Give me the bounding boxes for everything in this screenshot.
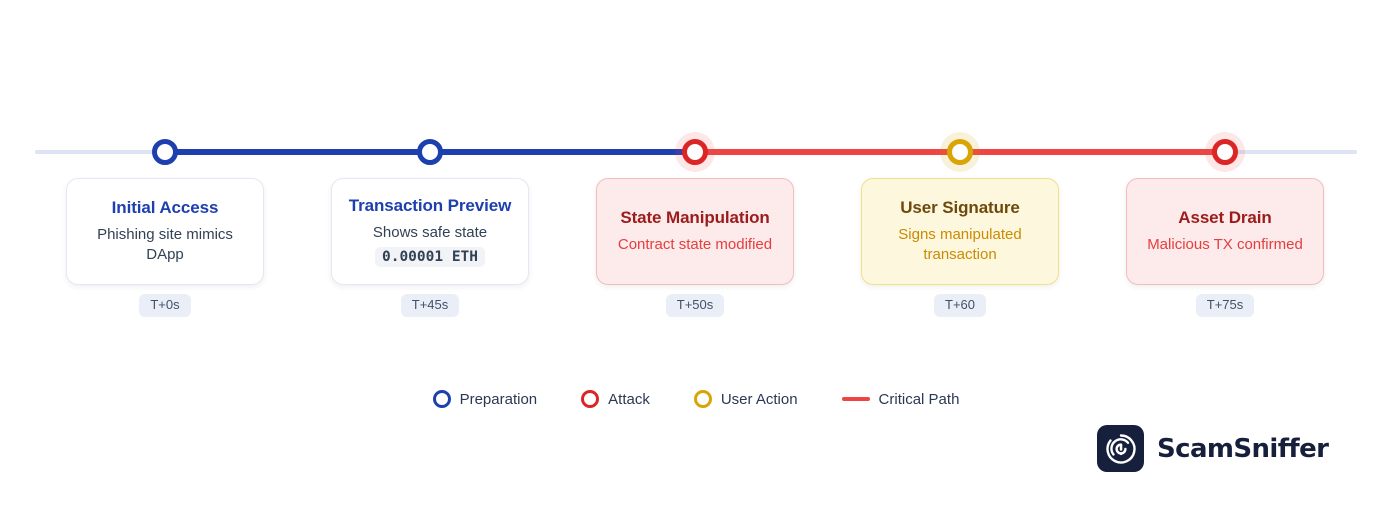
stage-card: Transaction Preview Shows safe state 0.0…	[331, 178, 529, 285]
preparation-circle-icon	[432, 390, 451, 408]
stage-initial-access: Initial Access Phishing site mimics DApp…	[66, 178, 264, 317]
stage-title: State Manipulation	[620, 207, 770, 227]
time-badge: T+50s	[665, 294, 725, 317]
stage-description: Malicious TX confirmed	[1147, 235, 1303, 253]
stage-card: Asset Drain Malicious TX confirmed	[1126, 178, 1324, 285]
time-badge: T+45s	[400, 294, 460, 317]
stage-description: Phishing site mimics DApp	[97, 225, 233, 263]
stage-state-manipulation: State Manipulation Contract state modifi…	[596, 178, 794, 317]
eth-amount-code: 0.00001 ETH	[374, 247, 486, 268]
stage-transaction-preview: Transaction Preview Shows safe state 0.0…	[331, 178, 529, 317]
stage-asset-drain: Asset Drain Malicious TX confirmed T+75s	[1126, 178, 1324, 317]
timeline-node-asset-drain	[1212, 139, 1238, 165]
critical-path-line-icon	[841, 397, 870, 401]
stage-user-signature: User Signature Signs manipulated transac…	[861, 178, 1059, 317]
legend-label: Preparation	[459, 390, 538, 408]
time-badge: T+60	[934, 294, 986, 317]
stage-card: User Signature Signs manipulated transac…	[861, 178, 1059, 285]
attack-circle-icon	[581, 390, 600, 408]
legend-label: Attack	[608, 390, 650, 408]
user-action-circle-icon	[693, 390, 712, 408]
time-badge: T+75s	[1195, 294, 1255, 317]
stage-title: Initial Access	[111, 197, 219, 217]
stage-description: Signs manipulated transaction	[898, 225, 1022, 263]
scamsniffer-logo-icon	[1097, 425, 1144, 472]
legend-label: User Action	[720, 390, 798, 408]
time-badge: T+0s	[139, 294, 191, 317]
timeline-node-user-signature	[947, 139, 973, 165]
brand-name: ScamSniffer	[1157, 433, 1329, 464]
radar-alert-icon	[1105, 433, 1136, 464]
legend-item-critical-path: Critical Path	[841, 390, 960, 408]
legend: Preparation Attack User Action Critical …	[0, 390, 1392, 408]
timeline-node-transaction-preview	[417, 139, 443, 165]
stage-title: Transaction Preview	[348, 195, 512, 215]
legend-item-attack: Attack	[581, 390, 650, 408]
stage-title: Asset Drain	[1178, 207, 1272, 227]
stage-description: Shows safe state	[372, 223, 488, 241]
stage-title: User Signature	[900, 197, 1020, 217]
legend-item-user-action: User Action	[693, 390, 798, 408]
timeline-node-state-manipulation	[682, 139, 708, 165]
timeline-node-initial-access	[152, 139, 178, 165]
stage-card: Initial Access Phishing site mimics DApp	[66, 178, 264, 285]
legend-label: Critical Path	[878, 390, 960, 408]
legend-item-preparation: Preparation	[432, 390, 538, 408]
brand-logo: ScamSniffer	[1097, 425, 1329, 472]
stage-card: State Manipulation Contract state modifi…	[596, 178, 794, 285]
stage-description: Contract state modified	[617, 235, 773, 253]
